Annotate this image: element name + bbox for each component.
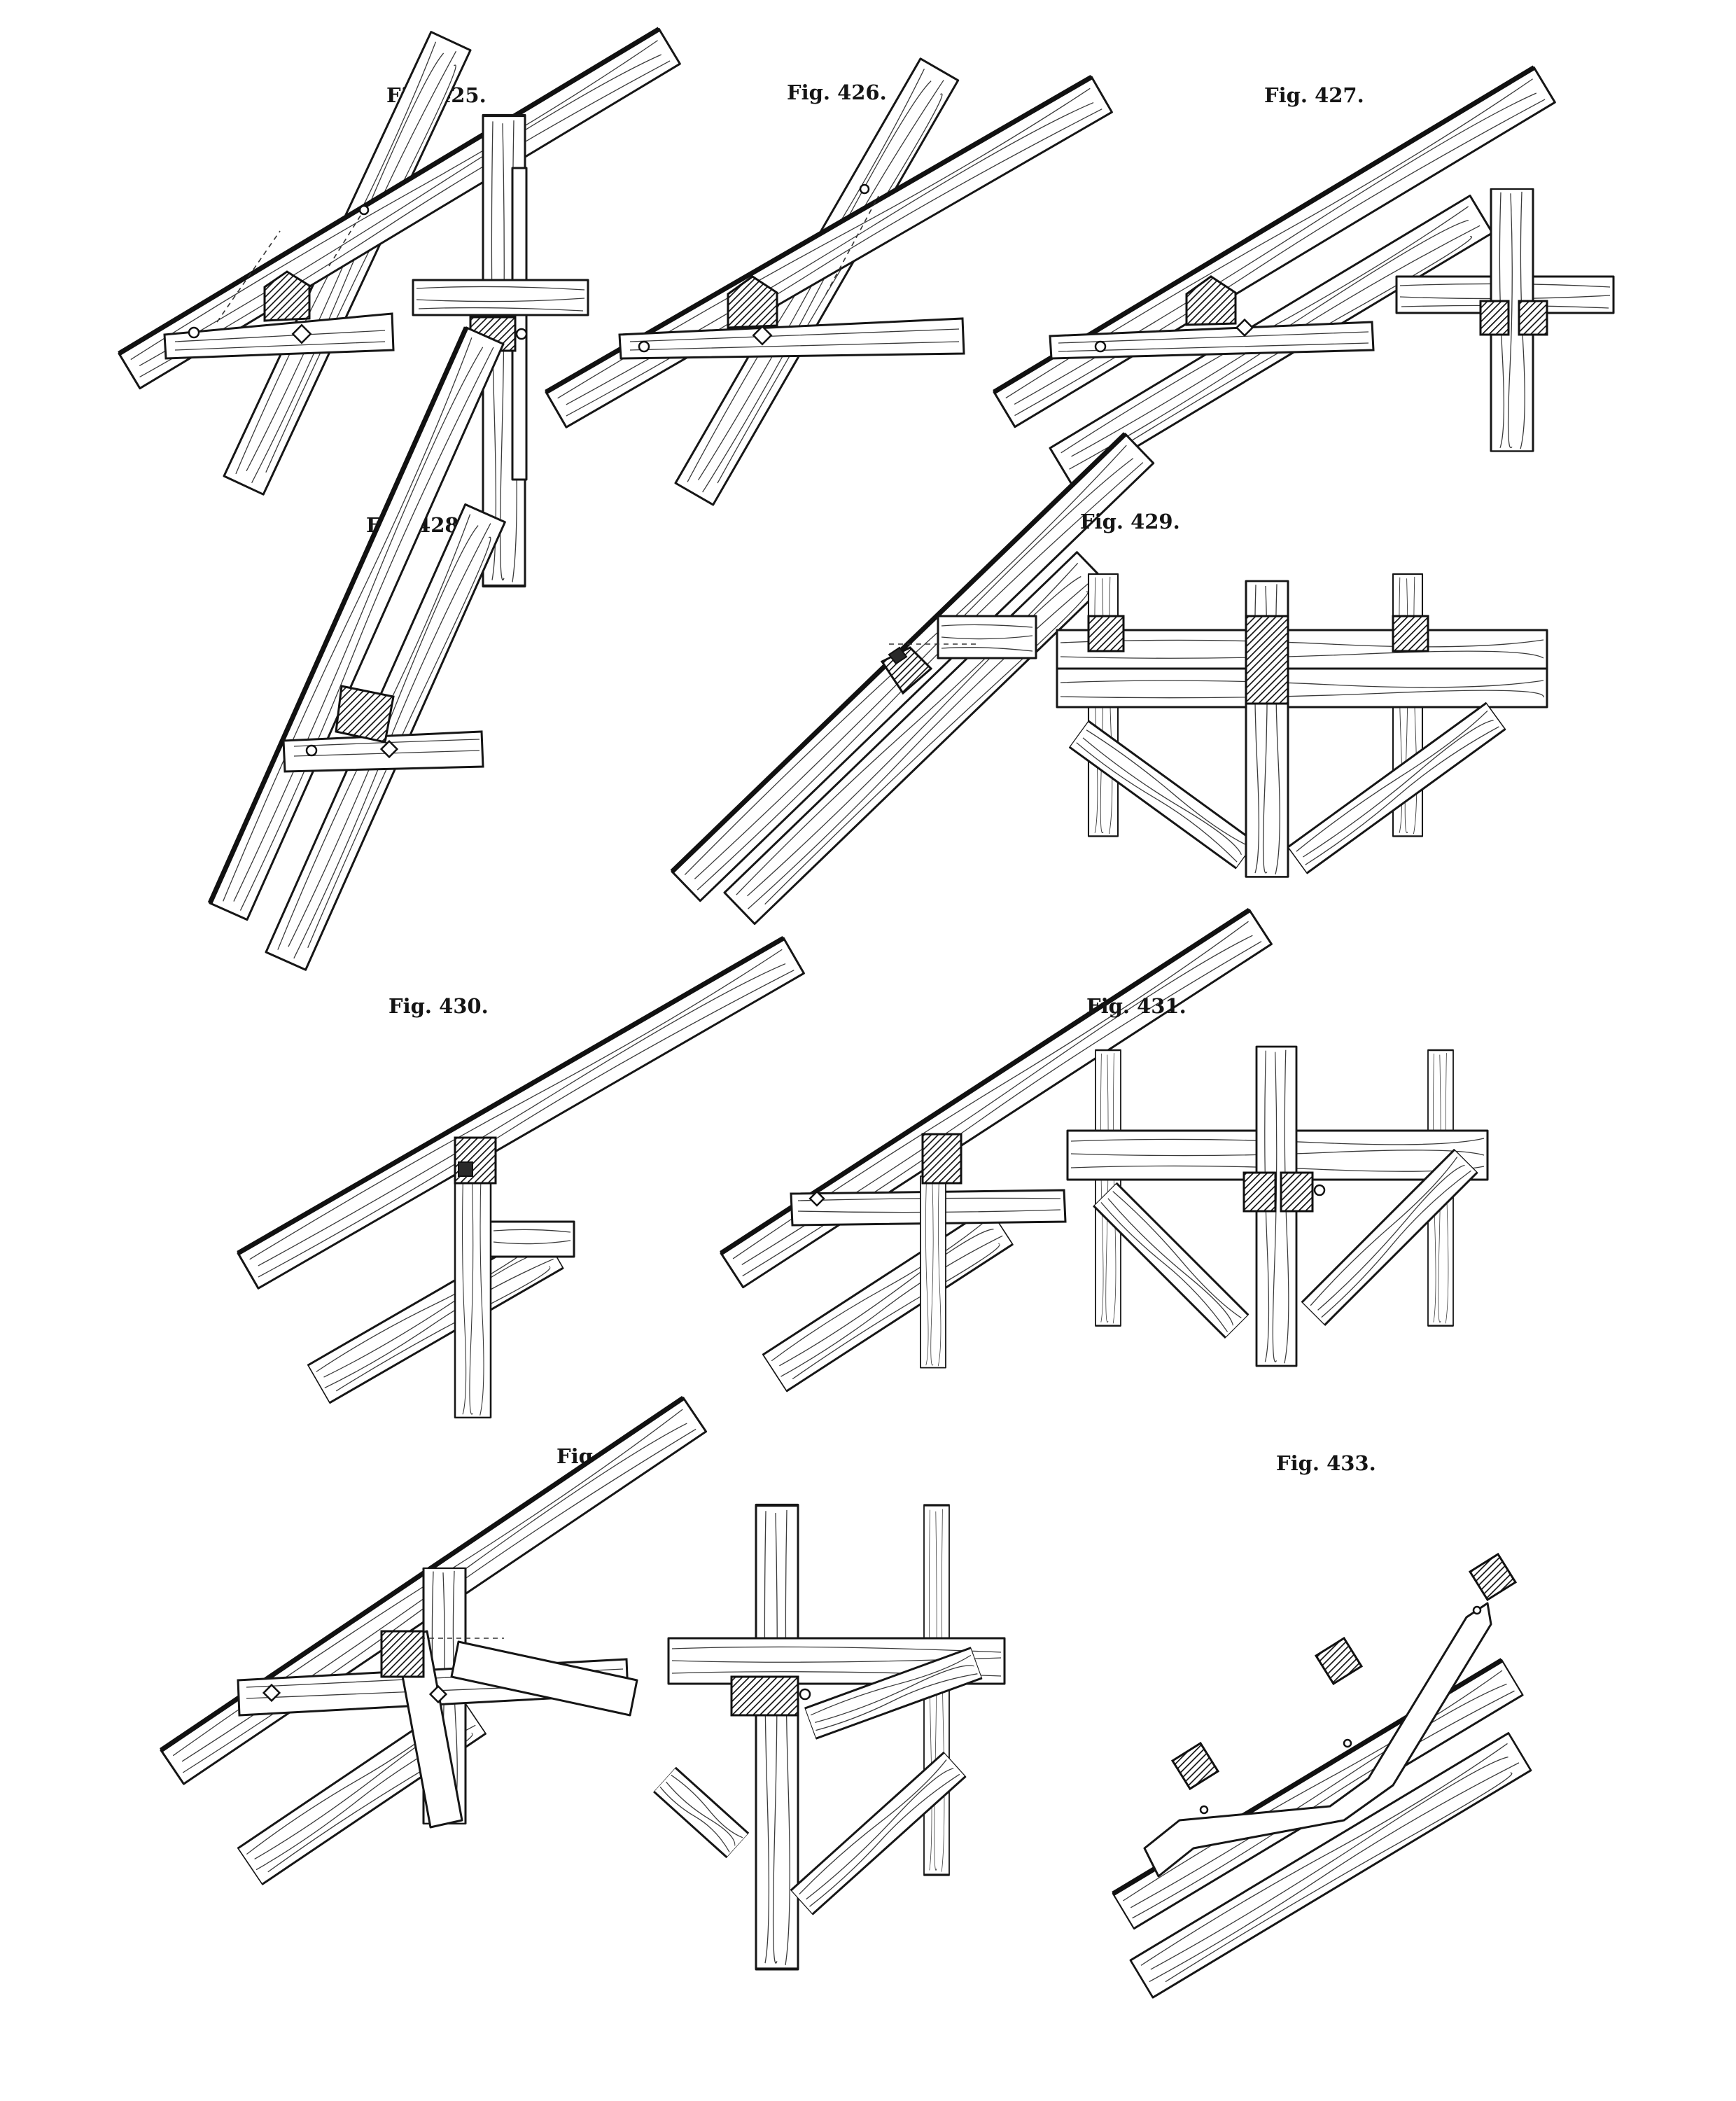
left-joint-view <box>161 1398 706 1885</box>
side-view <box>1395 188 1615 452</box>
figure-428-detail <box>672 434 1154 926</box>
figure-label: Fig. 426. <box>787 81 887 104</box>
figure-label: Fig. 427. <box>1264 83 1364 107</box>
side-view <box>653 1505 1006 1969</box>
figure-433: Fig. 433. <box>1113 1451 1532 1999</box>
figure-425: Fig. 425. <box>119 29 680 586</box>
figure-429: Fig. 429. <box>1056 510 1548 878</box>
side-view <box>412 116 589 586</box>
figure-432: Fig. 432. <box>161 1398 1006 1969</box>
left-joint-view <box>119 29 680 496</box>
figure-426: Fig. 426. <box>546 57 1112 506</box>
figure-430-detail <box>721 910 1271 1392</box>
figure-label: Fig. 433. <box>1276 1451 1376 1475</box>
figure-430: Fig. 430. <box>238 938 804 1419</box>
figure-428: Fig. 428. <box>210 328 506 971</box>
figure-431: Fig. 431. <box>1066 994 1489 1367</box>
figure-label: Fig. 431. <box>1086 994 1186 1018</box>
left-joint-view <box>994 67 1555 487</box>
figure-label: Fig. 429. <box>1080 510 1180 533</box>
figure-427: Fig. 427. <box>994 67 1615 487</box>
figure-label: Fig. 430. <box>388 994 489 1018</box>
